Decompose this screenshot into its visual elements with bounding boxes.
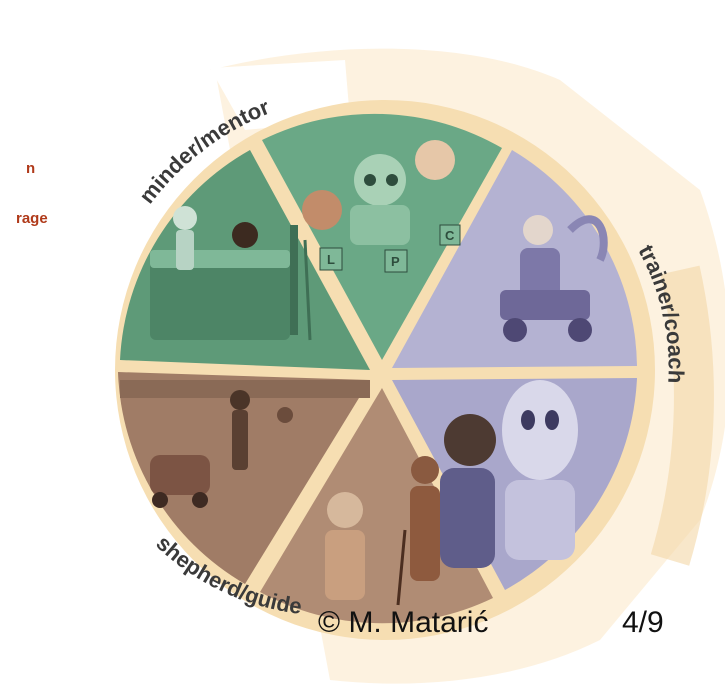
letter-blocks: L P C (319, 224, 461, 273)
side-text-line2: rage (16, 210, 48, 227)
page-number: 4/9 (622, 606, 664, 639)
block-letter-p: P (391, 254, 400, 269)
block-letter-l: L (327, 252, 335, 267)
copyright-credit: © M. Matarić (318, 606, 489, 639)
outdoor-scene (120, 380, 370, 508)
side-text-line1: n (26, 160, 36, 177)
children-blocks-scene (302, 140, 455, 245)
therapy-scene (440, 380, 578, 568)
elderly-walk-scene (325, 456, 440, 606)
segment-outdoors (118, 372, 370, 584)
hospital-bed-scene (150, 206, 312, 341)
wheelchair-scene (500, 215, 608, 342)
block-letter-c: C (445, 228, 455, 243)
